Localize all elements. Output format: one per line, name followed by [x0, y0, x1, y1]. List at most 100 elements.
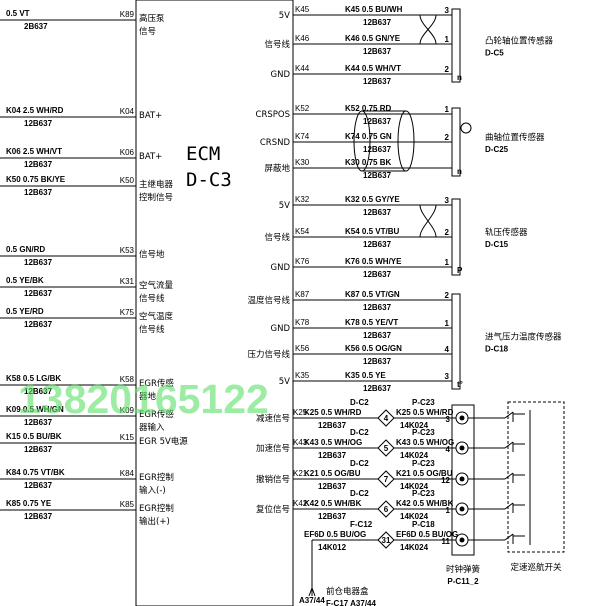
- sensor-wire-label: K74 0.75 GN: [345, 132, 392, 141]
- sensor-signal-name: 压力信号线: [247, 349, 290, 360]
- cruise-wire-code: 14K012: [318, 543, 347, 552]
- cruise-wire-code-2: 14K024: [400, 451, 429, 460]
- left-wire-pin: K85: [120, 500, 135, 509]
- sensor-signal-name: 信号线: [264, 232, 290, 243]
- left-wire-label: K04 2.5 WH/RD: [6, 106, 64, 115]
- sensor-connector-box: [451, 293, 461, 390]
- left-wire-function: 输入(-): [139, 485, 166, 496]
- cruise-connector-b: P-C18: [412, 520, 435, 529]
- cruise-wire-label: K43 0.5 WH/OG: [304, 438, 362, 447]
- sensor-wire-label: K32 0.5 GY/YE: [345, 195, 400, 204]
- sensor-pin-number: 2: [445, 291, 450, 300]
- sensor-pin-number: 4: [445, 345, 450, 354]
- sensor-signal-name: CRSPOS: [256, 110, 290, 120]
- cruise-wire-label-2: K42 0.5 WH/BK: [396, 499, 454, 508]
- sensor-wire-code: 12B637: [363, 270, 392, 279]
- sensor-signal-name: CRSND: [260, 138, 291, 148]
- cruise-wire-label: EF6D 0.5 BU/OG: [304, 530, 366, 539]
- connector-pin-number: 31: [382, 536, 391, 545]
- left-wire-pin: K58: [120, 375, 135, 384]
- sensor-coil-symbol: [460, 122, 472, 134]
- sensor-wire-pin: K76: [295, 257, 310, 266]
- cruise-wire-label: K25 0.5 WH/RD: [304, 408, 362, 417]
- sensor-signal-name: 信号线: [264, 39, 290, 50]
- sensor-symbol-letter: P: [457, 266, 463, 275]
- left-wire-pin: K06: [120, 148, 135, 157]
- cruise-connector-b: P-C23: [412, 459, 435, 468]
- clock-spring-pin: [459, 445, 465, 451]
- sensor-code: D-C5: [485, 49, 504, 58]
- clock-spring-housing: [451, 404, 475, 556]
- connector-pin-number: 6: [384, 505, 389, 514]
- sensor-wire-pin: K87: [295, 290, 310, 299]
- left-wire-pin: K04: [120, 107, 135, 116]
- left-wire-label: K84 0.75 VT/BK: [6, 468, 65, 477]
- clock-spring-pin: [459, 506, 465, 512]
- left-wire-function: EGR传感: [139, 378, 174, 389]
- sensor-wire-pin: K30: [295, 158, 310, 167]
- ecm-title: ECM: [186, 143, 220, 165]
- left-wire-function: 高压泵: [139, 13, 165, 24]
- sensor-code: D-C18: [485, 345, 509, 354]
- sensor-wire-label: K52 0.75 RD: [345, 104, 391, 113]
- cruise-wire-label: K21 0.5 OG/BU: [304, 469, 361, 478]
- left-wire-function: 输出(+): [139, 516, 170, 527]
- left-wire-code: 12B637: [24, 512, 53, 521]
- left-wire-code: 12B637: [24, 320, 53, 329]
- sensor-symbol-letter: n: [457, 167, 462, 176]
- left-wire-label: 0.5 YE/BK: [6, 276, 44, 285]
- sensor-wire-label: K30 0.75 BK: [345, 158, 391, 167]
- left-wire-pin: K53: [120, 246, 135, 255]
- switch-contact: [504, 502, 514, 510]
- sensor-code: D-C15: [485, 240, 509, 249]
- cruise-wire-code-2: 14K024: [400, 482, 429, 491]
- sensor-wire-code: 12B637: [363, 384, 392, 393]
- left-wire-code: 2B637: [24, 22, 48, 31]
- left-wire-code: 12B637: [24, 445, 53, 454]
- clock-spring-name: 时钟弹簧: [446, 564, 481, 575]
- left-wire-pin: K31: [120, 277, 135, 286]
- sensor-pin-number: 2: [445, 65, 450, 74]
- sensor-pin-number: 3: [445, 6, 450, 15]
- left-wire-function: EGR控制: [139, 503, 174, 514]
- ecm-outline: [135, 0, 294, 606]
- sensor-pin-number: 2: [445, 228, 450, 237]
- sensor-wire-label: K45 0.5 BU/WH: [345, 5, 403, 14]
- cruise-connector-a: D-C2: [350, 398, 369, 407]
- left-wire-label: K50 0.75 BK/YE: [6, 175, 66, 184]
- sensor-wire-label: K44 0.5 WH/VT: [345, 64, 401, 73]
- connector-pin-number: 5: [384, 444, 389, 453]
- fuse-box-name: 前仓电器盒: [326, 586, 369, 597]
- left-wire-label: 0.5 GN/RD: [6, 245, 45, 254]
- sensor-wire-label: K76 0.5 WH/YE: [345, 257, 402, 266]
- sensor-wire-pin: K52: [295, 104, 310, 113]
- sensor-wire-label: K46 0.5 GN/YE: [345, 34, 401, 43]
- switch-contact: [504, 441, 514, 449]
- twisted-pair-symbol: [419, 204, 437, 238]
- sensor-pin-number: 1: [445, 35, 450, 44]
- left-wire-function: 信号线: [139, 324, 165, 335]
- sensor-wire-code: 12B637: [363, 303, 392, 312]
- left-wire-label: K85 0.75 YE: [6, 499, 52, 508]
- sensor-signal-name: 5V: [279, 201, 290, 211]
- sensor-name: 凸轮轴位置传感器: [485, 36, 554, 47]
- cruise-wire-code: 12B637: [318, 482, 347, 491]
- sensor-signal-name: 屏蔽地: [264, 163, 290, 174]
- left-wire-label: K09 0.5 WH/GN: [6, 405, 64, 414]
- sensor-symbol-letter: t°: [457, 380, 463, 389]
- sensor-wire-pin: K46: [295, 34, 310, 43]
- sensor-wire-pin: K32: [295, 195, 310, 204]
- switch-pin-number: 12: [441, 476, 450, 485]
- left-wire-function: 器输入: [139, 422, 165, 433]
- cruise-wire-label-2: K21 0.5 OG/BU: [396, 469, 453, 478]
- left-wire-function: 器地: [139, 391, 157, 402]
- sensor-pin-number: 1: [445, 105, 450, 114]
- cruise-wire-code-2: 14K024: [400, 543, 429, 552]
- left-wire-pin: K84: [120, 469, 135, 478]
- cruise-wire-pin: K25: [293, 408, 308, 417]
- sensor-wire-label: K78 0.5 YE/VT: [345, 318, 398, 327]
- clock-spring-pin: [459, 476, 465, 482]
- clock-spring-pin: [459, 415, 465, 421]
